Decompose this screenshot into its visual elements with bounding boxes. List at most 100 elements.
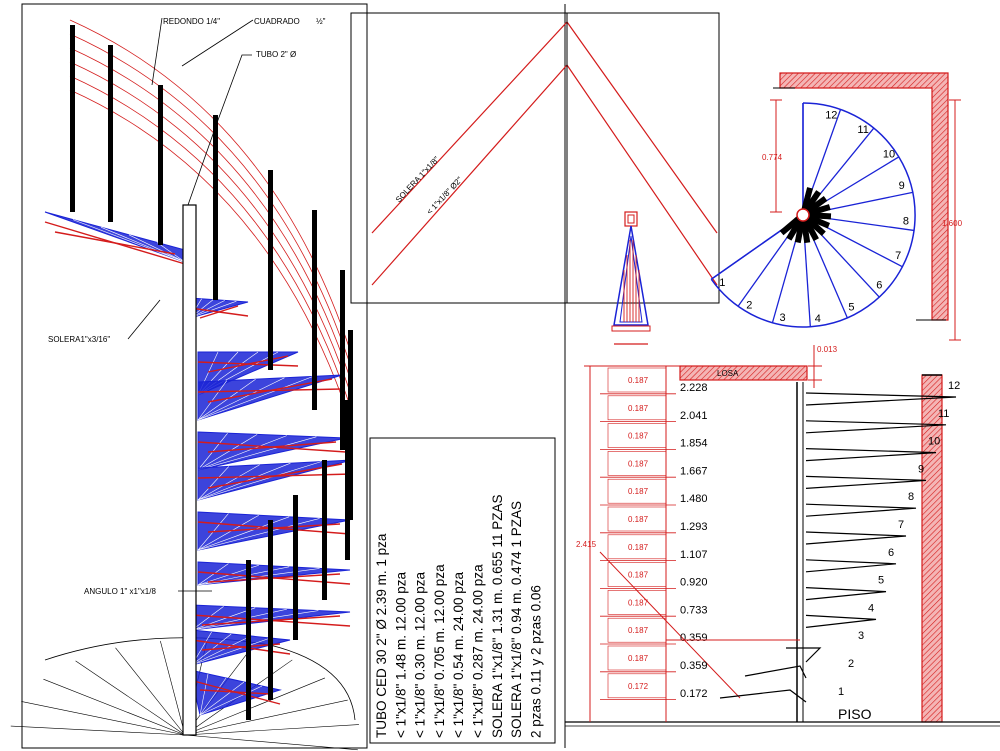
tread-bar (197, 434, 258, 471)
tread-bar (197, 376, 314, 421)
tread-bar (197, 378, 256, 421)
plan-bracket (806, 196, 828, 214)
central-column (182, 204, 197, 736)
riser-dim: 0.187 (628, 376, 649, 385)
tread-bar (197, 461, 322, 501)
elev-step-number: 8 (908, 491, 914, 503)
label-piso: PISO (838, 706, 872, 722)
riser-dim: 0.187 (628, 626, 649, 635)
tread-profile (805, 475, 927, 489)
tread (44, 211, 186, 263)
plan-step-number: 11 (857, 124, 868, 136)
label-tubo: TUBO 2" Ø (256, 50, 296, 59)
tread-bar (191, 606, 224, 631)
label-cuadrado: CUADRADO (254, 17, 300, 26)
plan-step-number: 5 (848, 302, 854, 314)
plan-step-number: 3 (780, 312, 786, 324)
bom-line: SOLERA 1"x1/8" 1.31 m. 0.655 11 PZAS (490, 495, 505, 738)
low-step (719, 689, 807, 703)
plan-bracket (807, 204, 831, 217)
rail-arc (69, 33, 351, 365)
tread-profile (805, 587, 887, 601)
tread-bar (199, 673, 209, 716)
tread-bar (197, 516, 290, 551)
tread-bar (199, 685, 263, 716)
riser-dim: 0.187 (628, 404, 649, 413)
label-cuadrado-frac: ½" (316, 17, 326, 26)
fan-line (43, 678, 186, 736)
level-value: 0.733 (680, 604, 708, 616)
riser-box (607, 451, 667, 476)
tread-profile (805, 448, 937, 462)
tread-bar (199, 681, 245, 716)
iso-labels: REDONDO 1/4" CUADRADO ½" TUBO 2" Ø SOLER… (48, 17, 326, 596)
brace (207, 573, 341, 583)
riser-box (607, 534, 667, 560)
rail-arc (69, 19, 351, 351)
label-losa: LOSA (717, 369, 739, 378)
tread-profile (805, 392, 957, 406)
plan-bracket (801, 187, 813, 210)
elev-step-number: 11 (938, 408, 949, 420)
tread-profile (805, 559, 897, 573)
riser-box (607, 367, 667, 393)
tread (197, 511, 351, 551)
riser-dim: 0.172 (628, 682, 649, 691)
riser-dim: 0.187 (628, 487, 649, 496)
riser-box (607, 423, 667, 448)
baluster (246, 560, 251, 720)
riser-box (607, 478, 667, 504)
label-angulo: ANGULO 1" x1"x1/8 (84, 587, 156, 596)
elevation-wall (921, 374, 943, 723)
brace (199, 689, 271, 695)
tread-profile (805, 531, 907, 545)
tread-bar (156, 242, 186, 263)
elevation-view: LOSA 0.013 PISO 2.415 0.1872.2280.1872.0… (565, 345, 1000, 727)
elev-step-number: 5 (878, 575, 884, 587)
bom-line: TUBO CED 30 2" Ø 2.39 m. 1 pza (374, 533, 389, 738)
plan-bracket (794, 220, 805, 244)
bom-line: < 1"x1/8" 0.54 m. 24.00 pza (451, 571, 466, 738)
level-value: 0.359 (680, 632, 708, 644)
tread-bar (191, 607, 256, 631)
tread-bar (197, 563, 229, 586)
fan-line (184, 699, 348, 736)
plan-dim-right: 1.600 (942, 219, 963, 228)
tread-bar (128, 234, 186, 263)
detail-frame (350, 12, 720, 304)
riser-dim: 0.187 (628, 654, 649, 663)
label-solera: SOLERA1"x3/16" (48, 335, 110, 344)
plan-bracket (803, 218, 819, 242)
elev-step-number: 1 (838, 686, 844, 698)
bom-line: < 1"x1/8" 0.30 m. 12.00 pza (413, 571, 428, 738)
plan-step-number: 4 (815, 313, 821, 325)
plan-step-number: 1 (719, 277, 725, 289)
baluster (348, 330, 353, 520)
plan-bracket (803, 190, 822, 212)
level-value: 0.920 (680, 577, 708, 589)
plan-step-number: 12 (825, 109, 837, 121)
level-value: 1.667 (680, 465, 708, 477)
riser-dim: 0.187 (628, 543, 649, 552)
baluster (322, 460, 327, 600)
tread-bar (197, 514, 259, 551)
elev-step-number: 6 (888, 547, 894, 559)
total-height: 2.415 (576, 540, 597, 549)
plan-step-number: 10 (883, 149, 895, 161)
plan-bracket (786, 218, 803, 241)
low-step (744, 665, 807, 679)
tread-bar (197, 518, 320, 551)
tread-bar (197, 436, 317, 471)
tread-bar (197, 435, 287, 471)
bom-line: < 1"x1/8" 0.705 m. 12.00 pza (432, 564, 447, 738)
elev-step-number: 3 (858, 630, 864, 642)
plan-step-number: 7 (895, 250, 901, 262)
detail-label-solera: SOLERA 1"x1/8" (394, 155, 441, 205)
tread-bar (72, 219, 186, 263)
rail-arc (69, 61, 351, 393)
tread-bar (191, 635, 251, 666)
level-value: 1.480 (680, 493, 708, 505)
riser-box (607, 617, 667, 643)
